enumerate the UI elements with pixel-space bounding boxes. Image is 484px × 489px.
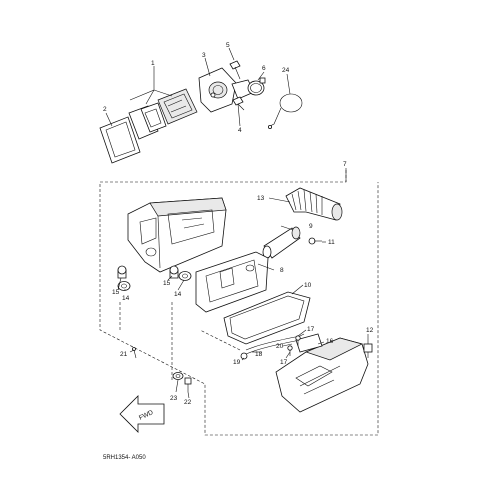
intake-duct <box>285 187 343 221</box>
callout-12: 12 <box>366 327 374 334</box>
callout-6: 6 <box>262 65 266 72</box>
intake-manifold <box>198 67 255 113</box>
air-cleaner-case <box>127 197 227 273</box>
callout-20: 20 <box>276 343 284 350</box>
callout-10: 10 <box>304 282 312 289</box>
callout-19: 19 <box>233 359 241 366</box>
callout-23: 23 <box>170 395 178 402</box>
callout-16: 16 <box>326 338 334 345</box>
callout-11: 11 <box>328 239 335 246</box>
cover-seal <box>223 291 311 345</box>
air-filter-element <box>195 251 269 313</box>
reed-valve-plates <box>128 102 167 140</box>
reed-valve-gasket <box>99 116 141 164</box>
callout-3: 3 <box>202 52 206 59</box>
drain-hose <box>240 333 305 360</box>
callout-17-upper: 17 <box>307 326 315 333</box>
callout-22: 22 <box>184 399 192 406</box>
bolt-15-left <box>117 265 127 279</box>
reed-valve-block <box>157 88 198 125</box>
fwd-arrow: FWD <box>119 395 165 433</box>
callout-21: 21 <box>120 351 128 358</box>
callout-17-lower: 17 <box>280 359 288 366</box>
callout-13: 13 <box>257 195 265 202</box>
callout-2: 2 <box>103 106 107 113</box>
callout-5: 5 <box>226 42 230 49</box>
hose-clamp <box>247 77 266 96</box>
callout-4: 4 <box>238 127 242 134</box>
screw-11 <box>308 237 322 245</box>
callout-18: 18 <box>255 351 263 358</box>
manifold-bolts <box>210 60 245 111</box>
callout-24: 24 <box>282 67 290 74</box>
callout-14-left: 14 <box>122 295 130 302</box>
air-cleaner-cover <box>275 333 369 413</box>
callout-7: 7 <box>343 161 347 168</box>
screw-17-lower <box>287 345 293 356</box>
washer-23 <box>172 372 184 380</box>
wire-clip <box>267 93 303 130</box>
callout-15-right: 15 <box>163 280 171 287</box>
washer-14-right <box>178 271 192 281</box>
washer-14-left <box>117 281 131 291</box>
callout-8: 8 <box>280 267 284 274</box>
bolt-15-right <box>169 265 179 279</box>
bolt-22 <box>184 377 192 392</box>
callout-labels: 1 2 3 4 5 6 24 7 13 9 11 8 10 15 14 15 1… <box>103 42 374 406</box>
joint-tube <box>262 226 301 259</box>
callout-1: 1 <box>151 60 155 67</box>
callout-14-right: 14 <box>174 291 182 298</box>
assembly-boundary <box>99 170 379 436</box>
callout-15-left: 15 <box>112 289 120 296</box>
drawing-code: 5RH1354- A050 <box>103 455 146 461</box>
band-21 <box>132 347 137 359</box>
callout-9: 9 <box>309 223 313 230</box>
